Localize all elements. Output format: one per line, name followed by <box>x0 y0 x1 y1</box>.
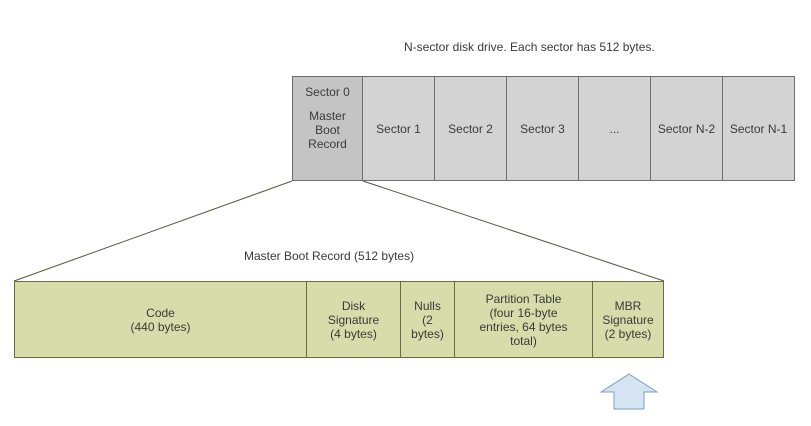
sector-1: Sector 1 <box>362 76 435 181</box>
up-arrow-icon <box>599 373 659 410</box>
field-line: Partition Table <box>485 291 562 306</box>
field-line: MBR <box>614 298 642 313</box>
field-line: (2 <box>422 312 433 327</box>
sector-n-2: Sector N-2 <box>650 76 723 181</box>
sector-detail-line: Boot <box>315 123 340 137</box>
mbr-caption: Master Boot Record (512 bytes) <box>244 249 415 263</box>
field-line: (2 bytes) <box>604 326 652 341</box>
field-line: (4 bytes) <box>330 326 377 341</box>
field-line: Code <box>146 305 175 320</box>
sector-name: Sector N-2 <box>657 121 716 136</box>
sector-detail-line: Master <box>309 109 346 123</box>
sector-name: Sector N-1 <box>729 121 788 136</box>
field-line: Signature <box>602 312 654 327</box>
sector-0: Sector 0 Master Boot Record <box>292 76 363 181</box>
sector-name: Sector 0 <box>305 85 350 99</box>
field-line: bytes) <box>411 326 444 341</box>
field-line: Nulls <box>414 298 441 313</box>
zoom-line-left <box>13 180 293 282</box>
sector-ellipsis: ... <box>578 76 651 181</box>
mbr-field-mbr-signature: MBR Signature (2 bytes) <box>592 281 664 358</box>
sector-name: ... <box>609 121 620 136</box>
sector-name: Sector 3 <box>520 121 565 136</box>
zoom-line-right <box>362 180 665 282</box>
field-line: Signature <box>327 312 380 327</box>
mbr-field-code: Code (440 bytes) <box>14 281 307 358</box>
field-line: entries, 64 bytes <box>479 319 568 334</box>
sector-2: Sector 2 <box>434 76 507 181</box>
field-line: Disk <box>341 298 366 313</box>
mbr-field-disk-signature: Disk Signature (4 bytes) <box>306 281 401 358</box>
disk-caption: N-sector disk drive. Each sector has 512… <box>404 40 655 54</box>
sector-detail-line: Record <box>308 137 347 151</box>
mbr-field-nulls: Nulls (2 bytes) <box>400 281 455 358</box>
sector-name: Sector 2 <box>448 121 493 136</box>
field-line: (440 bytes) <box>130 319 191 334</box>
field-line: total) <box>510 333 537 348</box>
sector-name: Sector 1 <box>376 121 421 136</box>
mbr-field-partition-table: Partition Table (four 16-byte entries, 6… <box>454 281 593 358</box>
sector-3: Sector 3 <box>506 76 579 181</box>
field-line: (four 16-byte <box>489 305 558 320</box>
sector-n-1: Sector N-1 <box>722 76 795 181</box>
